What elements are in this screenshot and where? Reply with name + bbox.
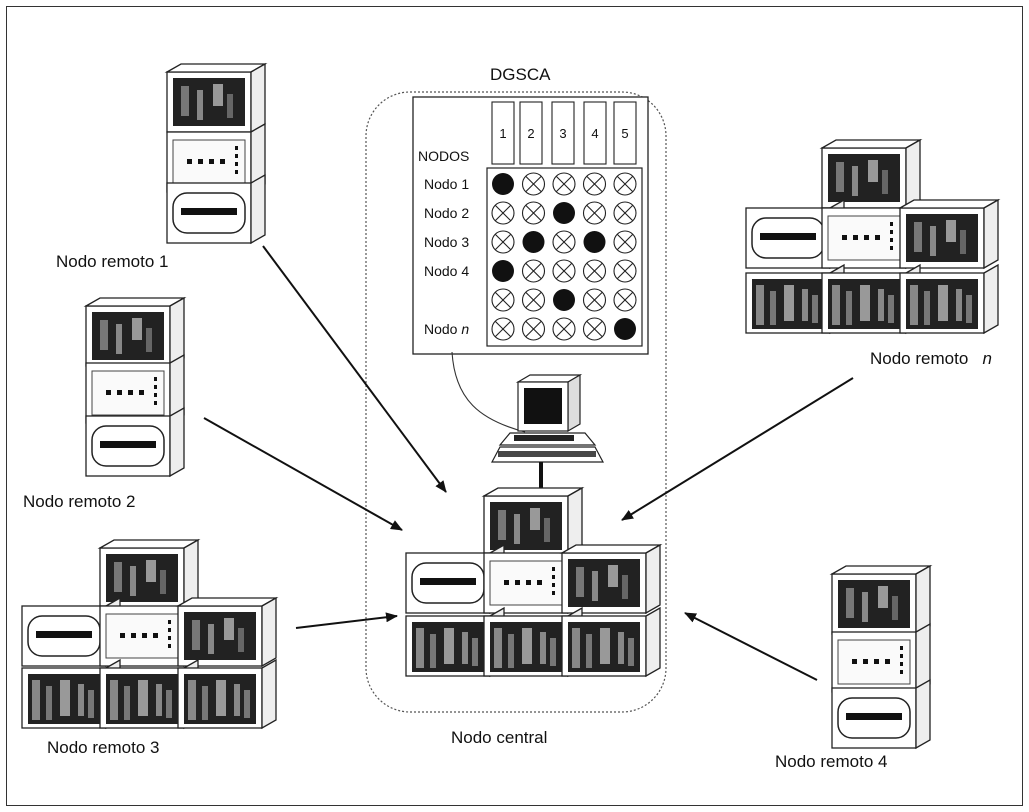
matrix-cell-empty bbox=[582, 317, 607, 341]
matrix-cell-empty bbox=[521, 172, 546, 196]
column-label: 1 bbox=[499, 126, 507, 141]
remote-node-3 bbox=[21, 539, 277, 729]
matrix-cell-empty bbox=[613, 201, 637, 225]
matrix-cell-empty bbox=[552, 230, 576, 254]
matrix-cell-empty bbox=[552, 259, 576, 283]
matrix-cell-empty bbox=[582, 259, 607, 283]
remote-node-2 bbox=[85, 297, 185, 477]
remote-node-n-label: Nodo remoto n bbox=[870, 349, 992, 368]
matrix-cell-connected bbox=[492, 260, 514, 282]
arrow-remote-n bbox=[621, 377, 854, 521]
row-label: Nodo 3 bbox=[424, 234, 470, 250]
remote-node-4-label: Nodo remoto 4 bbox=[775, 752, 888, 771]
matrix-cell-empty bbox=[521, 288, 546, 312]
workstation bbox=[491, 373, 604, 492]
remote-node-n bbox=[745, 139, 999, 334]
remote-node-3-label: Nodo remoto 3 bbox=[47, 738, 160, 757]
arrow-remote-1 bbox=[262, 245, 447, 493]
remote-node-1-label: Nodo remoto 1 bbox=[56, 252, 169, 271]
matrix-cell-empty bbox=[582, 172, 607, 196]
matrix-cell-empty bbox=[521, 259, 546, 283]
central-node-label: Nodo central bbox=[451, 728, 548, 747]
matrix-cell-connected bbox=[522, 231, 545, 253]
matrix-cell-connected bbox=[553, 289, 575, 311]
diagram-frame bbox=[6, 6, 1023, 806]
row-label: Nodo n bbox=[424, 321, 470, 337]
arrow-remote-2 bbox=[203, 417, 403, 531]
matrix-cell-connected bbox=[614, 318, 636, 340]
node-matrix-panel bbox=[412, 96, 649, 355]
arrow-remote-3 bbox=[295, 612, 398, 629]
matrix-cell-empty bbox=[491, 288, 515, 312]
matrix-cell-empty bbox=[582, 201, 607, 225]
matrix-cell-empty bbox=[491, 201, 515, 225]
matrix-cell-empty bbox=[613, 259, 637, 283]
matrix-cell-connected bbox=[553, 202, 575, 224]
central-title: DGSCA bbox=[490, 65, 551, 84]
matrix-cell-empty bbox=[613, 288, 637, 312]
row-label: Nodo 1 bbox=[424, 176, 470, 192]
column-label: 5 bbox=[621, 126, 629, 141]
matrix-cell-empty bbox=[521, 201, 546, 225]
matrix-cable bbox=[451, 351, 526, 433]
row-label: Nodo 2 bbox=[424, 205, 470, 221]
central-region-outline bbox=[365, 91, 667, 713]
matrix-cell-empty bbox=[552, 172, 576, 196]
matrix-cell-empty bbox=[582, 288, 607, 312]
matrix-cell-empty bbox=[552, 317, 576, 341]
matrix-cell-empty bbox=[613, 172, 637, 196]
row-label: Nodo 4 bbox=[424, 263, 470, 279]
column-label: 4 bbox=[591, 126, 599, 141]
matrix-header: NODOS bbox=[418, 148, 470, 164]
arrow-remote-4 bbox=[684, 612, 818, 681]
central-node-cluster bbox=[405, 487, 661, 677]
column-label: 2 bbox=[527, 126, 535, 141]
remote-node-2-label: Nodo remoto 2 bbox=[23, 492, 136, 511]
remote-node-1 bbox=[166, 63, 266, 244]
remote-node-4 bbox=[831, 565, 931, 749]
matrix-cell-empty bbox=[521, 317, 546, 341]
matrix-cell-connected bbox=[492, 173, 514, 195]
matrix-cell-connected bbox=[583, 231, 606, 253]
matrix-cell-empty bbox=[491, 230, 515, 254]
column-label: 3 bbox=[559, 126, 567, 141]
matrix-cell-empty bbox=[613, 230, 637, 254]
matrix-cell-empty bbox=[491, 317, 515, 341]
